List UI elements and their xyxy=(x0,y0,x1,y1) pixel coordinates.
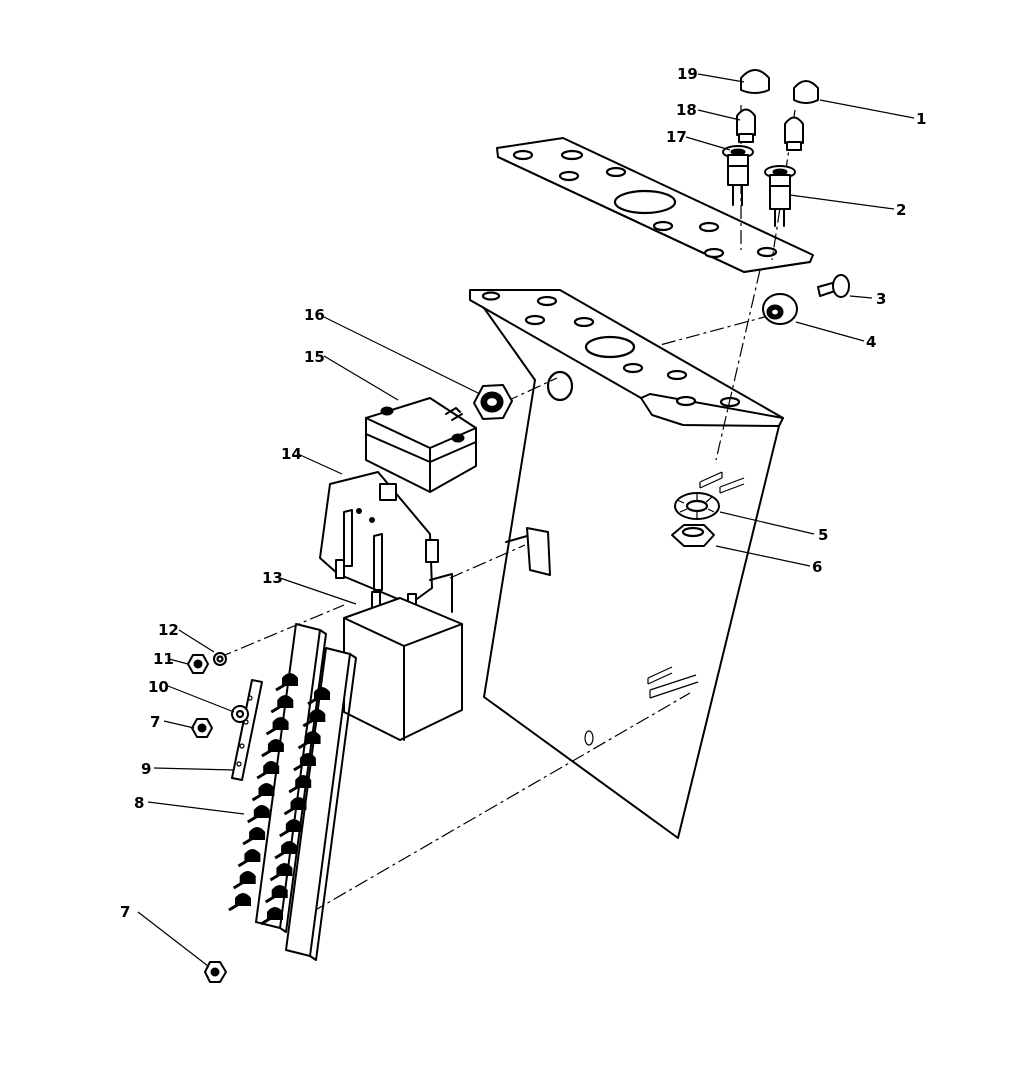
lamp-bulbs xyxy=(736,108,804,151)
callout-label: 1 xyxy=(916,110,926,128)
terminal-screws xyxy=(228,673,330,926)
terminal-screw xyxy=(265,717,289,736)
terminal-screw xyxy=(293,753,316,772)
leader-lines xyxy=(137,73,915,967)
callout-label: 9 xyxy=(141,760,151,778)
callout-labels: 1 2 3 4 5 6 7 8 9 10 11 12 13 14 15 16 1… xyxy=(120,65,926,921)
relay-cover-14 xyxy=(319,471,439,613)
terminal-screw xyxy=(275,673,298,692)
terminal-screw xyxy=(228,893,251,912)
terminal-screw xyxy=(297,731,321,750)
callout-label: 16 xyxy=(304,306,325,324)
callout-label: 12 xyxy=(158,621,179,639)
callout-label: 17 xyxy=(666,128,687,146)
nut-7-upper xyxy=(191,718,213,738)
terminal-screw xyxy=(279,819,302,838)
nut-16 xyxy=(473,384,513,420)
terminal-screw xyxy=(302,709,326,728)
nut-11 xyxy=(187,654,209,674)
lock-washer xyxy=(674,492,720,520)
terminal-screw xyxy=(274,841,298,860)
terminal-screw xyxy=(256,761,280,780)
callout-label: 8 xyxy=(134,794,144,812)
callout-label: 7 xyxy=(150,713,160,731)
callout-label: 14 xyxy=(281,445,302,463)
callout-label: 7 xyxy=(120,903,130,921)
lamp-lens-right xyxy=(793,80,819,104)
callout-label: 6 xyxy=(812,558,822,576)
terminal-screw xyxy=(260,907,283,926)
callout-label: 11 xyxy=(153,650,174,668)
callout-label: 10 xyxy=(148,678,169,696)
terminal-screw xyxy=(247,805,270,824)
knob xyxy=(817,274,850,298)
callout-label: 2 xyxy=(896,201,906,219)
terminal-screw xyxy=(307,687,330,706)
terminal-screw xyxy=(270,695,294,714)
washer-12 xyxy=(213,652,227,666)
callout-label: 13 xyxy=(262,569,283,587)
terminal-screw xyxy=(251,783,275,802)
terminal-screw xyxy=(283,797,307,816)
terminal-screw xyxy=(269,863,293,882)
switch-15 xyxy=(365,397,477,493)
terminal-screw xyxy=(232,871,256,890)
terminal-screw xyxy=(288,775,312,794)
top-plate xyxy=(496,137,814,273)
lamp-holders xyxy=(722,145,796,227)
terminal-screw xyxy=(264,885,288,904)
callout-label: 4 xyxy=(866,333,876,351)
terminal-screw xyxy=(261,739,284,758)
terminal-strip-rear xyxy=(285,647,357,961)
relay-body-13 xyxy=(343,573,463,741)
flat-washer-10 xyxy=(231,705,249,723)
marker-strip-9 xyxy=(231,679,263,781)
callout-label: 15 xyxy=(304,348,325,366)
callout-label: 19 xyxy=(677,65,698,83)
terminal-screw xyxy=(237,849,261,868)
callout-label: 18 xyxy=(676,101,697,119)
callout-label: 3 xyxy=(876,290,886,308)
lamp-lens-left xyxy=(740,69,770,94)
hex-nut xyxy=(671,524,715,547)
bushing xyxy=(762,293,798,325)
nut-7-lower xyxy=(204,961,227,983)
callout-label: 5 xyxy=(818,526,828,544)
main-panel xyxy=(469,289,784,839)
terminal-screw xyxy=(242,827,266,846)
